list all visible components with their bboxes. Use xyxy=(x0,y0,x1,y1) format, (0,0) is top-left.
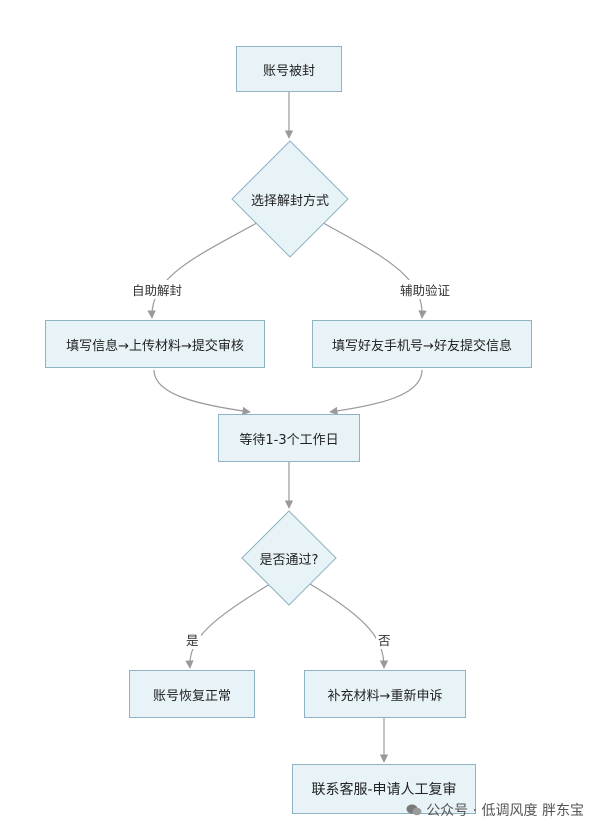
node-wait-days: 等待1-3个工作日 xyxy=(218,414,360,462)
decision-choose-method: 选择解封方式 xyxy=(231,140,349,258)
node-self-fill-info: 填写信息→上传材料→提交审核 xyxy=(45,320,265,368)
edge-passed-to-restored xyxy=(185,583,271,669)
node-account-restored: 账号恢复正常 xyxy=(129,670,255,718)
edge-label-yes: 是 xyxy=(184,630,201,649)
decision-choose-method-label: 选择解封方式 xyxy=(250,193,329,209)
edge-label-self-unban: 自助解封 xyxy=(130,280,185,299)
node-resubmit: 补充材料→重新申诉 xyxy=(304,670,466,718)
edge-label-no: 否 xyxy=(376,630,393,649)
node-contact-support: 联系客服-申请人工复审 xyxy=(292,764,476,814)
edge-passed-to-resubmit xyxy=(309,583,389,669)
watermark-text: 公众号 · 低调风度 胖东宝 xyxy=(426,803,584,819)
edge-self-to-wait xyxy=(153,369,251,416)
decision-passed: 是否通过? xyxy=(241,510,337,606)
wechat-icon xyxy=(406,804,422,816)
node-friend-fill-info: 填写好友手机号→好友提交信息 xyxy=(312,320,532,368)
edge-choose-to-assist xyxy=(317,219,427,319)
node-account-banned: 账号被封 xyxy=(236,46,342,92)
decision-passed-label: 是否通过? xyxy=(259,552,319,568)
watermark: 公众号 · 低调风度 胖东宝 xyxy=(406,800,584,820)
edge-choose-to-self xyxy=(147,219,263,319)
edge-label-assist-verify: 辅助验证 xyxy=(398,280,453,299)
edge-assist-to-wait xyxy=(329,369,423,416)
